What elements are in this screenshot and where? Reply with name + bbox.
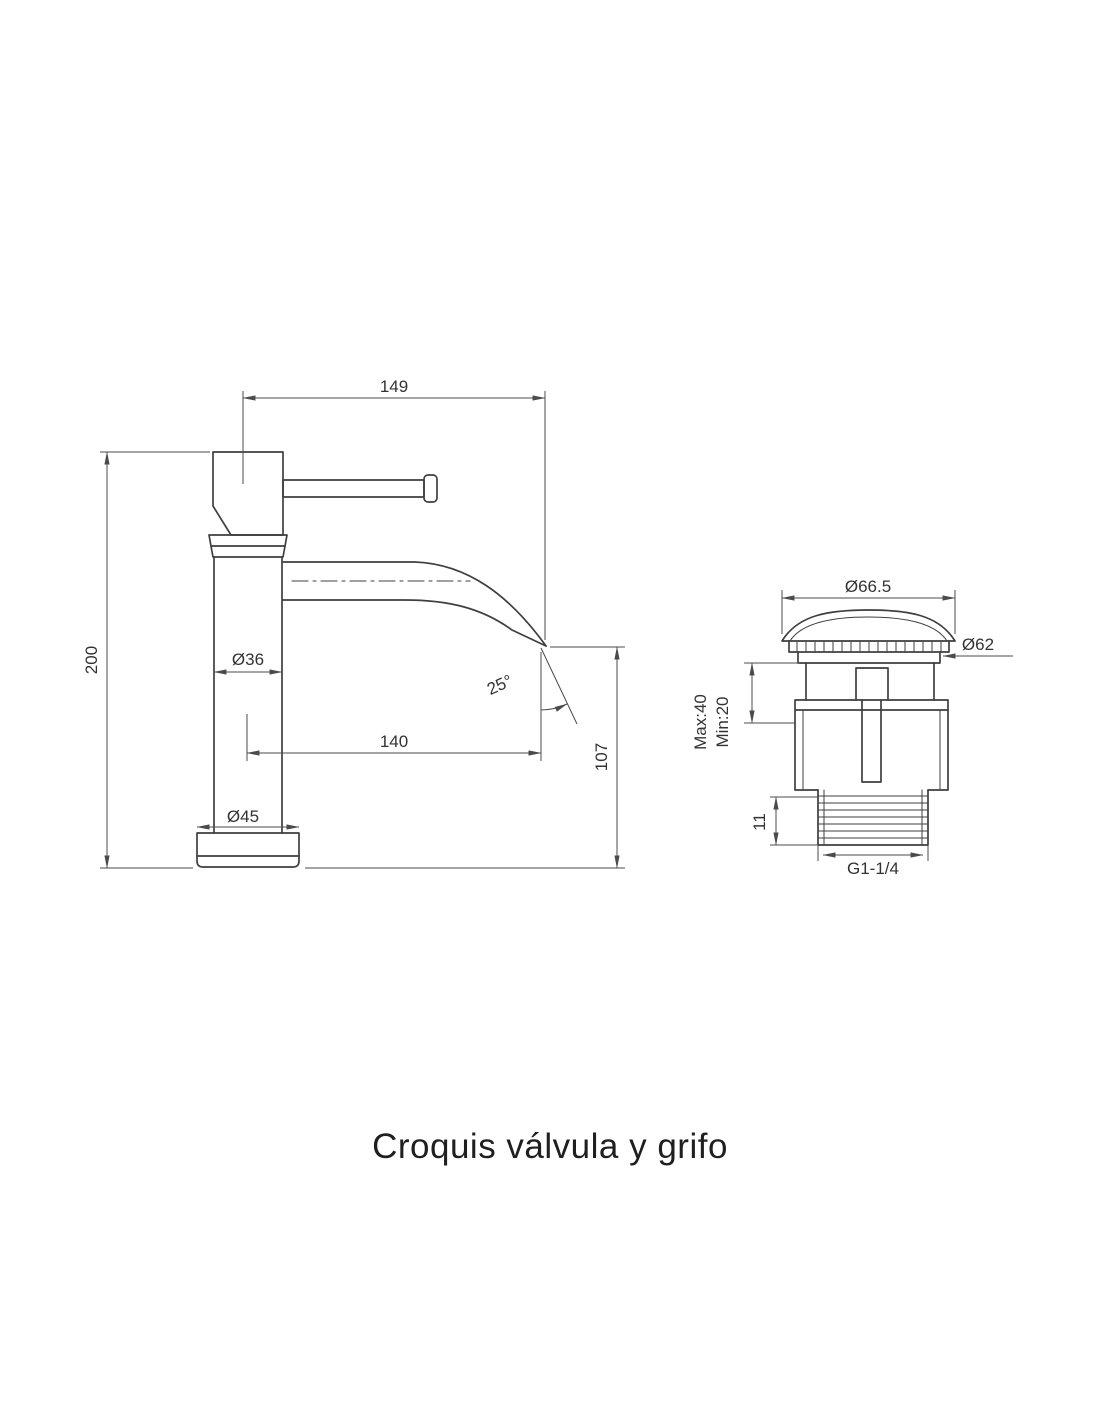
valve-cap-inner-line bbox=[789, 616, 948, 642]
valve-seal bbox=[797, 651, 941, 664]
valve-knurl-ticks bbox=[796, 641, 942, 652]
valve-dimensions bbox=[744, 590, 1013, 861]
valve-thread-crests bbox=[817, 795, 929, 839]
valve-body-inner-walls bbox=[802, 709, 941, 791]
dim-label-200: 200 bbox=[82, 646, 101, 674]
dim-label-149: 149 bbox=[380, 377, 408, 396]
faucet-extension-lines bbox=[100, 391, 625, 869]
faucet-base bbox=[196, 832, 300, 868]
faucet-outline bbox=[196, 451, 547, 868]
dim-label-140: 140 bbox=[380, 732, 408, 751]
spout-tip-face bbox=[511, 629, 547, 647]
dim-label-11: 11 bbox=[750, 813, 769, 831]
faucet-lever bbox=[282, 479, 425, 498]
faucet-spout-top-edge bbox=[282, 561, 547, 647]
valve-stem bbox=[861, 699, 882, 783]
dim-label-25: 25° bbox=[484, 671, 515, 699]
angle-slant-line bbox=[540, 647, 578, 725]
dim-label-g114: G1-1/4 bbox=[847, 859, 899, 878]
dim-label-62: Ø62 bbox=[962, 635, 994, 654]
dim-label-min20: Min:20 bbox=[713, 696, 732, 747]
faucet-dimensions bbox=[100, 391, 625, 869]
faucet-spout-bottom-edge bbox=[282, 599, 513, 631]
dim-label-107: 107 bbox=[592, 743, 611, 771]
valve-cap-dome bbox=[781, 609, 956, 642]
faucet-collar bbox=[208, 534, 288, 558]
valve-outline bbox=[781, 609, 956, 846]
dim-label-45: Ø45 bbox=[227, 807, 259, 826]
dim-label-36: Ø36 bbox=[232, 650, 264, 669]
valve-stem-notch bbox=[855, 667, 889, 701]
drawing-title: Croquis válvula y grifo bbox=[372, 1127, 728, 1166]
dim-label-max40: Max:40 bbox=[691, 694, 710, 750]
valve-body bbox=[794, 699, 949, 791]
valve-extension-lines bbox=[744, 590, 956, 861]
faucet-head bbox=[212, 451, 284, 536]
valve-cap-rim bbox=[788, 640, 950, 653]
angle-arc bbox=[540, 703, 568, 712]
faucet-body-walls bbox=[213, 556, 283, 834]
dim-label-66-5: Ø66.5 bbox=[845, 577, 891, 596]
valve-upper-body bbox=[805, 662, 935, 701]
lever-end-cap bbox=[423, 474, 438, 503]
